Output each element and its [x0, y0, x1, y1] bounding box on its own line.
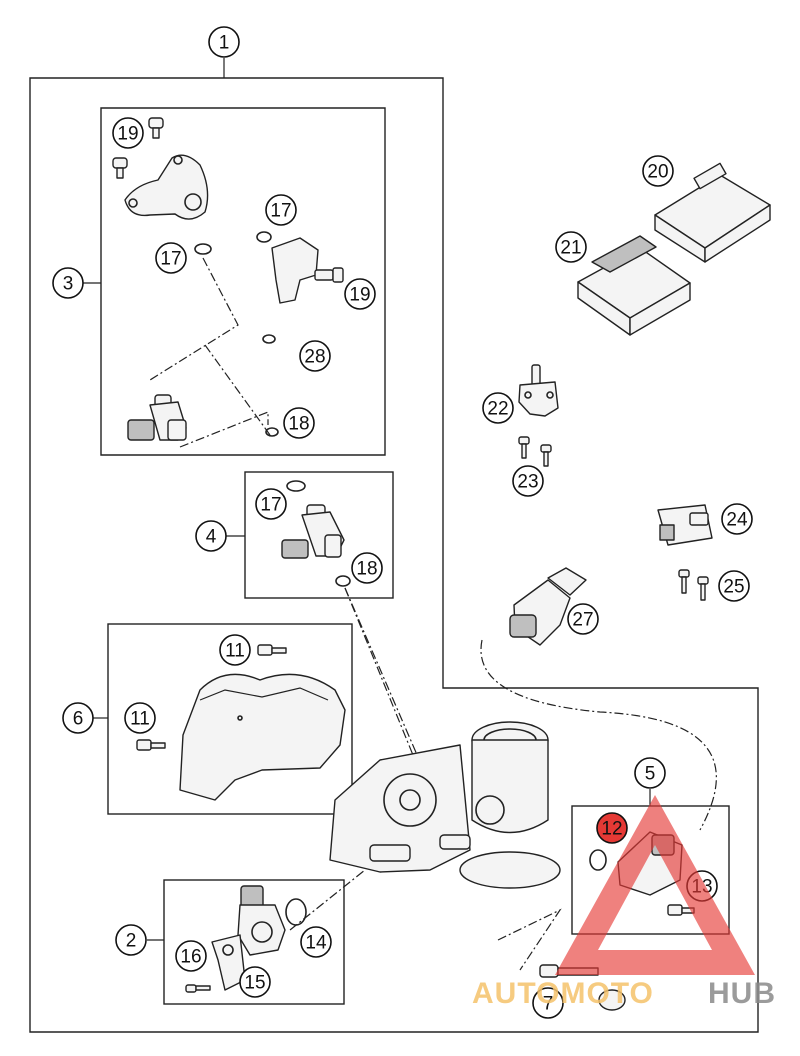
- svg-text:19: 19: [349, 285, 370, 306]
- callout-25: 25: [718, 570, 750, 602]
- group-2-box: [163, 879, 345, 1005]
- callout-15: 15: [239, 966, 271, 998]
- callout-19-a: 19: [112, 117, 144, 149]
- screws-11: [136, 644, 287, 751]
- callout-27: 27: [567, 603, 599, 635]
- svg-text:2: 2: [126, 931, 137, 952]
- group-6-box: [107, 623, 353, 815]
- svg-text:18: 18: [356, 559, 377, 580]
- screws-25: [678, 569, 709, 601]
- sensor-24: [657, 504, 713, 546]
- svg-text:11: 11: [130, 709, 150, 730]
- o-ring-18-upper: [265, 427, 279, 437]
- screw-13: [667, 904, 695, 916]
- throttle-cover: [179, 673, 346, 801]
- svg-text:14: 14: [305, 933, 327, 954]
- watermark-text-left: AUTOMOTO: [472, 977, 654, 1010]
- callout-12: 12: [596, 812, 628, 844]
- throttle-position-sensor: [237, 885, 286, 956]
- svg-text:11: 11: [225, 641, 245, 662]
- callout-5: 5: [634, 757, 666, 789]
- injector-elbow: [271, 237, 344, 304]
- callout-4: 4: [195, 520, 227, 552]
- callout-1: 1: [208, 26, 240, 58]
- callout-7: 7: [532, 987, 564, 1019]
- callout-19-b: 19: [344, 278, 376, 310]
- sensor-27: [509, 567, 587, 646]
- svg-text:20: 20: [647, 162, 668, 183]
- o-ring-14: [285, 898, 307, 926]
- callout-20: 20: [642, 155, 674, 187]
- o-ring-17-upper: [194, 243, 212, 255]
- svg-text:5: 5: [645, 764, 656, 785]
- o-ring-17-lower: [286, 480, 306, 492]
- svg-text:15: 15: [244, 973, 265, 994]
- callout-23: 23: [512, 465, 544, 497]
- o-ring-12: [589, 849, 607, 871]
- screw-19-top: [112, 117, 164, 179]
- svg-text:6: 6: [73, 709, 84, 730]
- svg-text:23: 23: [517, 472, 538, 493]
- callout-21: 21: [555, 231, 587, 263]
- o-ring-17-right: [256, 231, 272, 243]
- svg-text:27: 27: [572, 610, 593, 631]
- screw-16: [185, 984, 211, 993]
- sensor-22: [518, 364, 559, 417]
- callout-24: 24: [721, 503, 753, 535]
- group-4-box: [244, 471, 394, 599]
- callout-17-a: 17: [265, 194, 297, 226]
- fuel-injector-upper: [127, 394, 187, 441]
- watermark-logo: AUTOMOTO HUB: [472, 795, 776, 1010]
- callout-28: 28: [299, 340, 331, 372]
- svg-text:12: 12: [601, 819, 622, 840]
- callout-16: 16: [175, 940, 207, 972]
- callout-11-a: 11: [219, 634, 251, 666]
- warning-triangle-icon: [555, 795, 755, 975]
- callout-3: 3: [52, 267, 84, 299]
- ecu-unit-20: [654, 162, 771, 263]
- svg-text:19: 19: [117, 124, 138, 145]
- svg-text:3: 3: [63, 274, 74, 295]
- svg-text:7: 7: [543, 994, 554, 1015]
- svg-text:17: 17: [260, 495, 281, 516]
- svg-text:17: 17: [160, 249, 181, 270]
- bracket-15: [211, 934, 246, 991]
- screws-23: [518, 436, 552, 467]
- callout-2: 2: [115, 924, 147, 956]
- svg-text:21: 21: [560, 238, 581, 259]
- o-ring-28: [262, 334, 276, 344]
- watermark-text-right: HUB: [708, 977, 776, 1010]
- injector-bracket: [124, 154, 209, 220]
- callout-18-b: 18: [351, 552, 383, 584]
- assembly-frame: [29, 77, 759, 1033]
- svg-text:1: 1: [219, 33, 230, 54]
- callout-18-a: 18: [283, 407, 315, 439]
- callout-6: 6: [62, 702, 94, 734]
- svg-text:4: 4: [206, 527, 217, 548]
- ecu-unit-21: [577, 235, 691, 336]
- group-3-box: [100, 107, 386, 456]
- fuel-injector-lower: [281, 504, 345, 559]
- svg-text:16: 16: [180, 947, 201, 968]
- svg-text:18: 18: [288, 414, 309, 435]
- throttle-body: [329, 721, 561, 889]
- o-ring-18-lower: [335, 575, 351, 587]
- svg-text:25: 25: [723, 577, 744, 598]
- svg-text:17: 17: [270, 201, 291, 222]
- callout-11-b: 11: [124, 702, 156, 734]
- callout-14: 14: [300, 926, 332, 958]
- svg-text:24: 24: [726, 510, 748, 531]
- callout-22: 22: [482, 392, 514, 424]
- callout-17-c: 17: [255, 488, 287, 520]
- svg-text:22: 22: [487, 399, 508, 420]
- svg-text:28: 28: [304, 347, 325, 368]
- callout-17-b: 17: [155, 242, 187, 274]
